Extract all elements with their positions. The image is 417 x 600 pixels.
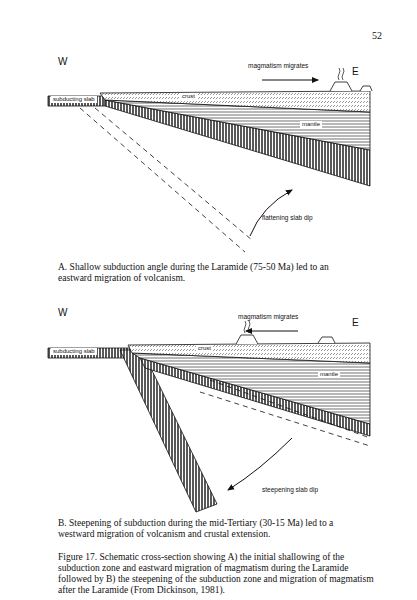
direction-label: W (58, 307, 67, 319)
page-number: 52 (372, 30, 382, 42)
panel-a (48, 68, 372, 252)
direction-label: E (352, 317, 359, 329)
layer-label: subducting slab (51, 348, 97, 355)
process-label: magmatism migrates (248, 62, 308, 69)
layer-label: subducting slab (51, 96, 97, 103)
layer-label: mantle (318, 371, 340, 378)
direction-label: W (58, 56, 67, 68)
process-label: steepening slab dip (262, 486, 318, 493)
process-label: magmatism migrates (238, 313, 298, 320)
layer-label: mantle (300, 121, 322, 128)
layer-label: crust (196, 345, 213, 352)
panel-caption: B. Steepening of subduction during the m… (58, 518, 358, 540)
process-label: flattening slab dip (262, 214, 313, 221)
panel-b (48, 321, 370, 512)
panel-caption: A. Shallow subduction angle during the L… (58, 262, 358, 284)
layer-label: crust (180, 93, 197, 100)
figure-caption: Figure 17. Schematic cross-section showi… (58, 552, 378, 596)
direction-label: E (352, 66, 359, 78)
